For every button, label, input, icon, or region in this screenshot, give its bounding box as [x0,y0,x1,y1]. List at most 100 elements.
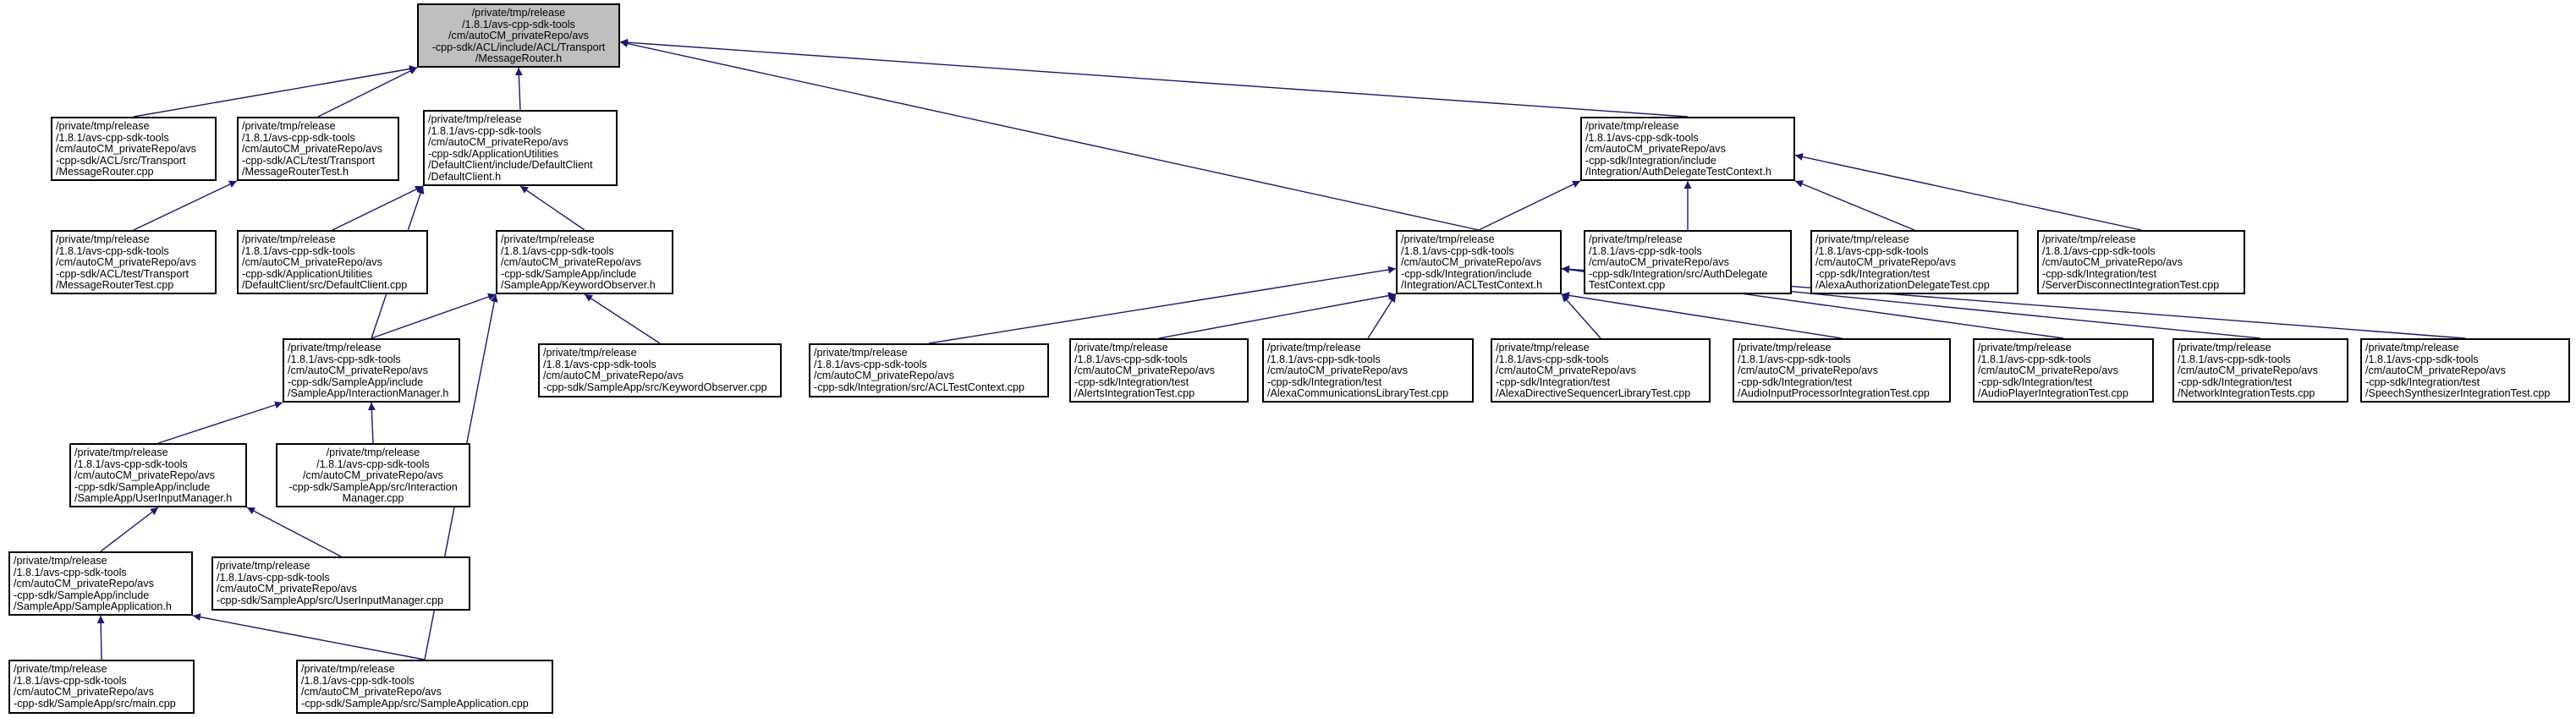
node-label-line: /private/tmp/release [1401,233,1495,245]
node-label-line: -cpp-sdk/ACL/test/Transport [56,267,189,280]
node-label-line: -cpp-sdk/SampleApp/include [501,267,637,280]
graph-node-alexacommunicationslibrarytest-cpp[interactable]: /private/tmp/release/1.8.1/avs-cpp-sdk-t… [1262,338,1474,403]
graph-node-messageroutertest-cpp[interactable]: /private/tmp/release/1.8.1/avs-cpp-sdk-t… [51,230,217,294]
node-label-line: /SampleApp/SampleApplication.h [14,600,172,613]
node-label-line: /cm/autoCM_privateRepo/avs [428,136,568,149]
node-label-line: /cm/autoCM_privateRepo/avs [501,256,641,269]
graph-node-authdelegatetestcontext-h[interactable]: /private/tmp/release/1.8.1/avs-cpp-sdk-t… [1580,117,1795,181]
node-label-line: /DefaultClient.h [428,170,502,183]
node-label-line: /cm/autoCM_privateRepo/avs [1496,364,1636,377]
node-label-line: /private/tmp/release [1815,233,1909,245]
node-label-line: /private/tmp/release [56,120,150,132]
node-label-line: /ServerDisconnectIntegrationTest.cpp [2042,279,2220,292]
node-label-line: /private/tmp/release [1496,342,1590,354]
node-label-line: /AlexaCommunicationsLibraryTest.cpp [1267,387,1449,400]
graph-node-keywordobserver-cpp[interactable]: /private/tmp/release/1.8.1/avs-cpp-sdk-t… [538,343,782,397]
node-label-line: /1.8.1/avs-cpp-sdk-tools [56,131,169,144]
graph-node-messageroutertest-h[interactable]: /private/tmp/release/1.8.1/avs-cpp-sdk-t… [237,117,399,181]
node-label-line: -cpp-sdk/Integration/test [1738,375,1853,388]
graph-node-interactionmanager-cpp[interactable]: /private/tmp/release/1.8.1/avs-cpp-sdk-t… [276,443,470,507]
edge-n8-to-n4 [1478,180,1581,231]
node-label-line: /1.8.1/avs-cpp-sdk-tools [1401,244,1514,257]
graph-node-sampleapplication-cpp[interactable]: /private/tmp/release/1.8.1/avs-cpp-sdk-t… [296,660,553,714]
node-label-line: -cpp-sdk/ApplicationUtilities [428,147,558,160]
node-label-line: /1.8.1/avs-cpp-sdk-tools [543,358,656,370]
node-label-line: /private/tmp/release [242,120,336,132]
graph-node-alexaauthorizationdelegatetest-cpp[interactable]: /private/tmp/release/1.8.1/avs-cpp-sdk-t… [1810,230,2019,294]
node-label-line: /private/tmp/release [1074,342,1168,354]
node-label-line: -cpp-sdk/Integration/src/AuthDelegate [1589,267,1768,280]
graph-node-acltestcontext-cpp[interactable]: /private/tmp/release/1.8.1/avs-cpp-sdk-t… [809,343,1049,397]
graph-node-serverdisconnectintegrationtest-cpp[interactable]: /private/tmp/release/1.8.1/avs-cpp-sdk-t… [2037,230,2245,294]
node-label-line: /private/tmp/release [14,663,107,675]
node-label-line: /1.8.1/avs-cpp-sdk-tools [2042,244,2156,257]
node-label-line: /Integration/AuthDelegateTestContext.h [1585,166,1771,178]
graph-node-speechsynthesizerintegrationtest-cpp[interactable]: /private/tmp/release/1.8.1/avs-cpp-sdk-t… [2360,338,2570,403]
node-label-line: -cpp-sdk/ACL/include/ACL/Transport [431,41,606,53]
edge-n18-to-n8 [1561,291,1843,339]
node-label-line: /1.8.1/avs-cpp-sdk-tools [462,18,575,30]
node-label-line: /cm/autoCM_privateRepo/avs [1074,364,1215,377]
node-label-line: /cm/autoCM_privateRepo/avs [242,256,382,269]
graph-node-userinputmanager-cpp[interactable]: /private/tmp/release/1.8.1/avs-cpp-sdk-t… [211,556,470,611]
graph-node-sampleapplication-h[interactable]: /private/tmp/release/1.8.1/avs-cpp-sdk-t… [8,551,193,616]
graph-node-alertsintegrationtest-cpp[interactable]: /private/tmp/release/1.8.1/avs-cpp-sdk-t… [1069,338,1249,403]
graph-node-userinputmanager-h[interactable]: /private/tmp/release/1.8.1/avs-cpp-sdk-t… [69,443,247,507]
graph-node-interactionmanager-h[interactable]: /private/tmp/release/1.8.1/avs-cpp-sdk-t… [283,338,460,403]
node-label-line: /private/tmp/release [2178,342,2271,354]
node-label-line: /SampleApp/UserInputManager.h [74,492,233,505]
node-label-line: /DefaultClient/include/DefaultClient [428,159,593,172]
node-label-line: /cm/autoCM_privateRepo/avs [448,30,589,42]
node-label-line: /private/tmp/release [56,233,150,245]
node-label-line: -cpp-sdk/SampleApp/include [288,375,424,388]
node-label-line: /1.8.1/avs-cpp-sdk-tools [14,566,127,578]
node-label-line: /1.8.1/avs-cpp-sdk-tools [301,674,415,687]
node-label-line: /private/tmp/release [1738,342,1832,354]
node-label-line: /1.8.1/avs-cpp-sdk-tools [501,244,614,257]
graph-node-audioplayerintegrationtest-cpp[interactable]: /private/tmp/release/1.8.1/avs-cpp-sdk-t… [1973,338,2154,403]
edge-n25-to-n22 [246,507,342,557]
graph-node-defaultclient-h[interactable]: /private/tmp/release/1.8.1/avs-cpp-sdk-t… [423,110,618,186]
edge-n11-to-n4 [1794,153,2142,231]
node-label-line: /private/tmp/release [217,560,310,572]
graph-node-acltestcontext-h[interactable]: /private/tmp/release/1.8.1/avs-cpp-sdk-t… [1396,230,1562,294]
node-label-line: /cm/autoCM_privateRepo/avs [1738,364,1878,377]
node-label-line: /cm/autoCM_privateRepo/avs [288,364,428,377]
node-label-line: -cpp-sdk/SampleApp/src/UserInputManager.… [217,594,444,606]
node-label-line: -cpp-sdk/Integration/test [1496,375,1611,388]
edge-n4-to-n0 [619,38,1689,118]
graph-node-authdelegatetestcontext-cpp[interactable]: /private/tmp/release/1.8.1/avs-cpp-sdk-t… [1584,230,1792,294]
node-label-line: /cm/autoCM_privateRepo/avs [2042,256,2183,269]
node-label-line: /AudioInputProcessorIntegrationTest.cpp [1738,387,1930,400]
node-label-line: /DefaultClient/src/DefaultClient.cpp [242,279,408,292]
edge-n17-to-n8 [1561,293,1601,339]
node-label-line: /private/tmp/release [501,233,595,245]
node-label-line: /private/tmp/release [301,663,395,675]
edge-n6-to-n3 [332,185,424,231]
edge-n22-to-n12 [157,401,283,444]
node-label-line: /private/tmp/release [2365,342,2459,354]
node-label-line: /1.8.1/avs-cpp-sdk-tools [1978,353,2091,365]
node-label-line: /1.8.1/avs-cpp-sdk-tools [1738,353,1851,365]
edge-n10-to-n4 [1794,180,1915,231]
graph-node-messagerouter-cpp[interactable]: /private/tmp/release/1.8.1/avs-cpp-sdk-t… [51,117,217,181]
node-label-line: /SampleApp/InteractionManager.h [288,387,449,400]
graph-node-messagerouter-h[interactable]: /private/tmp/release/1.8.1/avs-cpp-sdk-t… [417,3,620,68]
node-label-line: /MessageRouter.cpp [56,166,154,178]
graph-node-audioinputprocessorintegrationtest-cpp[interactable]: /private/tmp/release/1.8.1/avs-cpp-sdk-t… [1733,338,1951,403]
node-label-line: /AudioPlayerIntegrationTest.cpp [1978,387,2128,400]
graph-node-networkintegrationtests-cpp[interactable]: /private/tmp/release/1.8.1/avs-cpp-sdk-t… [2172,338,2348,403]
node-label-line: /NetworkIntegrationTests.cpp [2178,387,2315,400]
graph-node-main-cpp[interactable]: /private/tmp/release/1.8.1/avs-cpp-sdk-t… [8,660,195,714]
graph-node-keywordobserver-h[interactable]: /private/tmp/release/1.8.1/avs-cpp-sdk-t… [496,230,673,294]
edge-n5-to-n2 [133,180,238,231]
node-label-line: -cpp-sdk/SampleApp/include [74,480,211,493]
node-label-line: /AlexaDirectiveSequencerLibraryTest.cpp [1496,387,1691,400]
graph-node-defaultclient-cpp[interactable]: /private/tmp/release/1.8.1/avs-cpp-sdk-t… [237,230,428,294]
node-label-line: /private/tmp/release [814,347,908,359]
node-label-line: /1.8.1/avs-cpp-sdk-tools [2365,353,2479,365]
graph-node-alexadirectivesequencerlibrarytest-cpp[interactable]: /private/tmp/release/1.8.1/avs-cpp-sdk-t… [1491,338,1711,403]
edge-n23-to-n12 [367,402,376,444]
node-label-line: /cm/autoCM_privateRepo/avs [1401,256,1541,269]
node-label-line: /private/tmp/release [288,342,382,354]
